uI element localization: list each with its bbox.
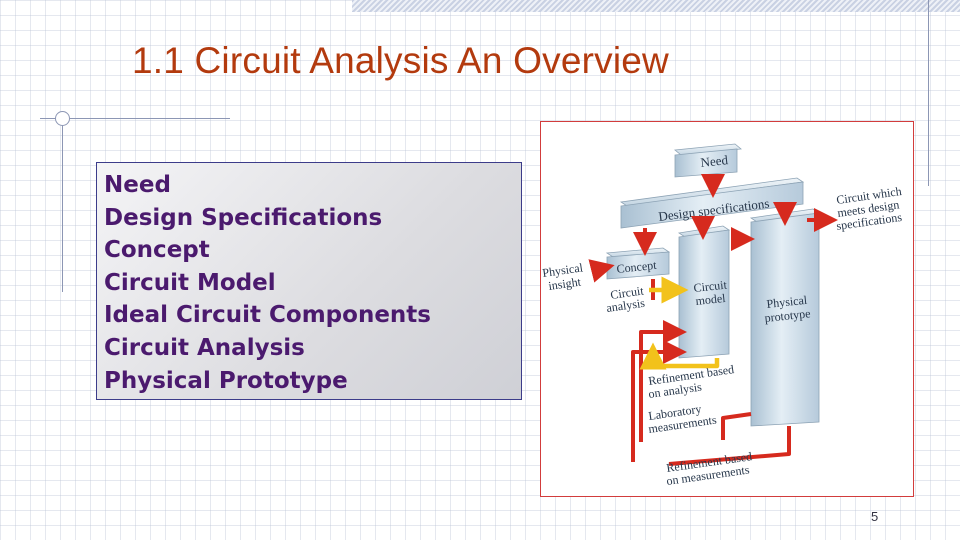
step-need: Need (104, 172, 171, 198)
circuit-model-tower: Circuit model (677, 225, 731, 359)
physical-prototype-label-line1: Physical (766, 293, 809, 311)
need-label: Need (700, 152, 729, 170)
design-steps-list: Need Design Specifications Concept Circu… (104, 169, 521, 397)
page-number: 5 (871, 509, 879, 524)
lab-measure-link (721, 412, 752, 440)
physical-insight-label-line2: insight (547, 274, 582, 293)
slide-title: 1.1 Circuit Analysis An Overview (132, 40, 669, 81)
physical-insight-label-line1: Physical (541, 260, 584, 280)
circuit-model-label-line1: Circuit (693, 278, 728, 295)
title-underline-decoration (40, 118, 230, 119)
step-ideal-circuit-components: Ideal Circuit Components (104, 302, 431, 329)
step-design-specifications: Design Specifications (104, 204, 383, 231)
design-process-figure: Need Design specifications Concept Circu… (540, 121, 914, 497)
lab-feedback-arrow (639, 320, 687, 442)
circuit-analysis-label-line1: Circuit (609, 283, 645, 302)
design-process-diagram: Need Design specifications Concept Circu… (541, 143, 903, 488)
analysis-back-arrow (639, 342, 720, 370)
circuit-analysis-label-line2: analysis (605, 296, 646, 315)
insight-arrow (588, 259, 615, 283)
circuit-model-label-line2: model (695, 291, 727, 308)
right-decorative-line (928, 0, 929, 186)
step-circuit-analysis: Circuit Analysis (104, 334, 305, 361)
analysis-loop (639, 276, 720, 370)
need-block: Need (674, 143, 742, 178)
concept-label: Concept (616, 258, 658, 276)
step-circuit-model: Circuit Model (104, 269, 276, 296)
step-physical-prototype: Physical Prototype (104, 367, 348, 394)
decorative-ring (55, 111, 70, 126)
top-decorative-bar (352, 0, 960, 12)
step-concept: Concept (104, 237, 210, 264)
physical-prototype-label-line2: prototype (764, 306, 811, 325)
refinement-measurement-return (668, 426, 791, 466)
physical-prototype-tower: Physical prototype (749, 208, 821, 427)
concept-block: Concept (605, 247, 671, 280)
left-decorative-line (62, 112, 63, 292)
design-steps-box: Need Design Specifications Concept Circu… (96, 162, 522, 400)
